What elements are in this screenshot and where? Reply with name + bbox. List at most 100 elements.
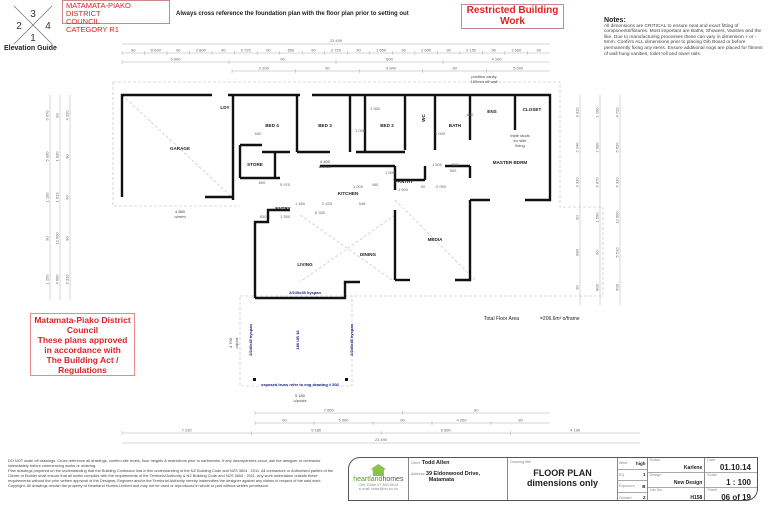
dimension-text: 500	[452, 162, 459, 167]
contact-phone: Cell: Duke 07 883 3014	[358, 483, 399, 487]
dimension-text: 90	[518, 418, 523, 423]
floor-area-label: Total Floor Area	[484, 316, 519, 322]
council-category: CATEGORY R1	[66, 25, 119, 34]
scale-value: 1 : 100	[726, 478, 751, 487]
dimension-text: 4 200	[456, 418, 467, 423]
dimension-text: 948	[359, 201, 366, 206]
elevation-1: 1	[30, 33, 36, 44]
room-entry: ENTRY	[275, 206, 290, 211]
drawing-title: FLOOR PLAN	[533, 468, 592, 478]
room-bed3: BED 3	[318, 123, 332, 128]
dimension-text: 90	[176, 48, 181, 53]
sheet-number: 06 of 19	[721, 493, 751, 501]
dimension-text: 90	[400, 418, 405, 423]
dimension-text: 90	[446, 48, 451, 53]
carport-depth-dim: 4 700	[228, 337, 233, 348]
dimension-text: 1 100	[595, 107, 600, 118]
dimension-text: 980	[575, 248, 580, 255]
room-bed4: BED 4	[265, 123, 279, 128]
roof-outline	[112, 81, 604, 387]
dimension-text: 6 310	[615, 177, 620, 188]
dimension-text: 90	[65, 195, 70, 200]
vanity-note: position vanity	[471, 74, 496, 79]
dimension-text: 2 150	[466, 48, 477, 53]
dimension-text: 90	[266, 48, 271, 53]
dimension-text: 90	[491, 48, 496, 53]
stamp-line: Council	[66, 325, 99, 335]
dimension-text: 600	[288, 48, 295, 53]
dimension-text: 90	[537, 48, 542, 53]
stamp-line: These plans approved	[37, 335, 128, 345]
studs-note: triple studs	[510, 133, 529, 138]
job-label: Job No.	[649, 488, 663, 492]
dimension-text: 1 500	[398, 187, 409, 192]
dimension-text: 90	[311, 48, 316, 53]
carport-dim: 5 180	[295, 393, 306, 398]
dimension-text: 90	[452, 66, 457, 71]
elevation-guide-label: Elevation Guide	[4, 45, 57, 52]
elevation-2: 2	[16, 21, 22, 32]
dimension-text: 1 150	[45, 274, 50, 285]
climate-value: 2	[643, 495, 646, 501]
dimension-text: 1 050	[355, 128, 366, 133]
dimension-text: 3 310	[575, 107, 580, 118]
dimension-text: 7 230	[182, 428, 193, 433]
dimension-text: 6 890	[441, 428, 452, 433]
room-master-bdrm: MASTER BDRM	[493, 160, 528, 165]
vanity-note: 100mm off wall	[471, 79, 498, 84]
drawn-label: Drawn	[649, 458, 661, 462]
dimension-text: 90	[131, 48, 136, 53]
eq-value: 1	[643, 472, 646, 478]
dimension-text: 3 310	[575, 177, 580, 188]
dimension-text: 90	[356, 48, 361, 53]
drawing-title-label: Drawing title	[510, 460, 532, 464]
notes-text: All dimensions are CRITICAL to ensure ne…	[604, 23, 763, 57]
elevation-guide-icon: 3 2 4 1	[13, 5, 53, 45]
dimension-text: 600	[259, 180, 266, 185]
drawn-by: Karlene	[683, 465, 703, 471]
stamp-line: in accordance with	[44, 345, 121, 355]
dimension-text: 2 240	[575, 142, 580, 153]
dimension-text: 500	[450, 168, 457, 173]
council-category-box: MATAMATA-PIAKO DISTRICT COUNCIL CATEGORY…	[62, 0, 170, 34]
address-line: 39 Eldonwood Drive,	[425, 471, 480, 477]
dimension-text: 830	[260, 214, 267, 219]
dimension-text: 1 000	[435, 131, 446, 136]
dimension-text: 90	[474, 408, 479, 413]
logo-text: heartland	[353, 476, 383, 483]
design-value: New Design	[673, 480, 703, 486]
notes: Notes: All dimensions are CRITICAL to en…	[604, 17, 764, 57]
dimension-text: 490	[372, 182, 379, 187]
exposure-label: Exposure	[618, 484, 635, 489]
address-line: Matamata	[428, 477, 455, 483]
dimension-text: 1 500	[432, 162, 443, 167]
title-block: heartlandhomes Cell: Duke 07 883 3014 e-…	[348, 457, 758, 501]
dimension-text: 6 000	[170, 57, 181, 62]
studs-note: fixing	[515, 143, 524, 148]
elevation-3: 3	[30, 9, 36, 20]
walls	[120, 93, 552, 300]
room-kitchen: KITCHEN	[338, 191, 359, 196]
dimension-text: 90	[221, 48, 226, 53]
dimension-text: 5 000	[513, 66, 524, 71]
logo-text: homes	[382, 476, 404, 483]
carport-depth-dim: o/post	[234, 337, 239, 349]
company-logo: heartlandhomes Cell: Duke 07 883 3014 e-…	[349, 458, 409, 500]
dimension-text: 90	[575, 215, 580, 220]
room-pantry: PANTRY	[395, 179, 413, 184]
dimension-text: 90	[401, 48, 406, 53]
dimension-text: 500	[615, 283, 620, 290]
room-dining: DINING	[360, 252, 377, 257]
dimension-text: 1 100	[45, 192, 50, 203]
elevation-4: 4	[45, 21, 51, 32]
dimension-lines	[49, 43, 640, 444]
exposure-value: B	[642, 483, 646, 489]
dimension-text: 5 620	[615, 142, 620, 153]
dimension-text: 6 330	[315, 210, 326, 215]
truss-note: exposed truss refer to eng drawing # 502	[261, 382, 340, 387]
dimension-text: 1 930	[55, 151, 60, 162]
climate-label: Climate	[618, 495, 632, 500]
dimension-text: 23 490	[375, 437, 388, 442]
dimension-text: 90	[325, 66, 330, 71]
